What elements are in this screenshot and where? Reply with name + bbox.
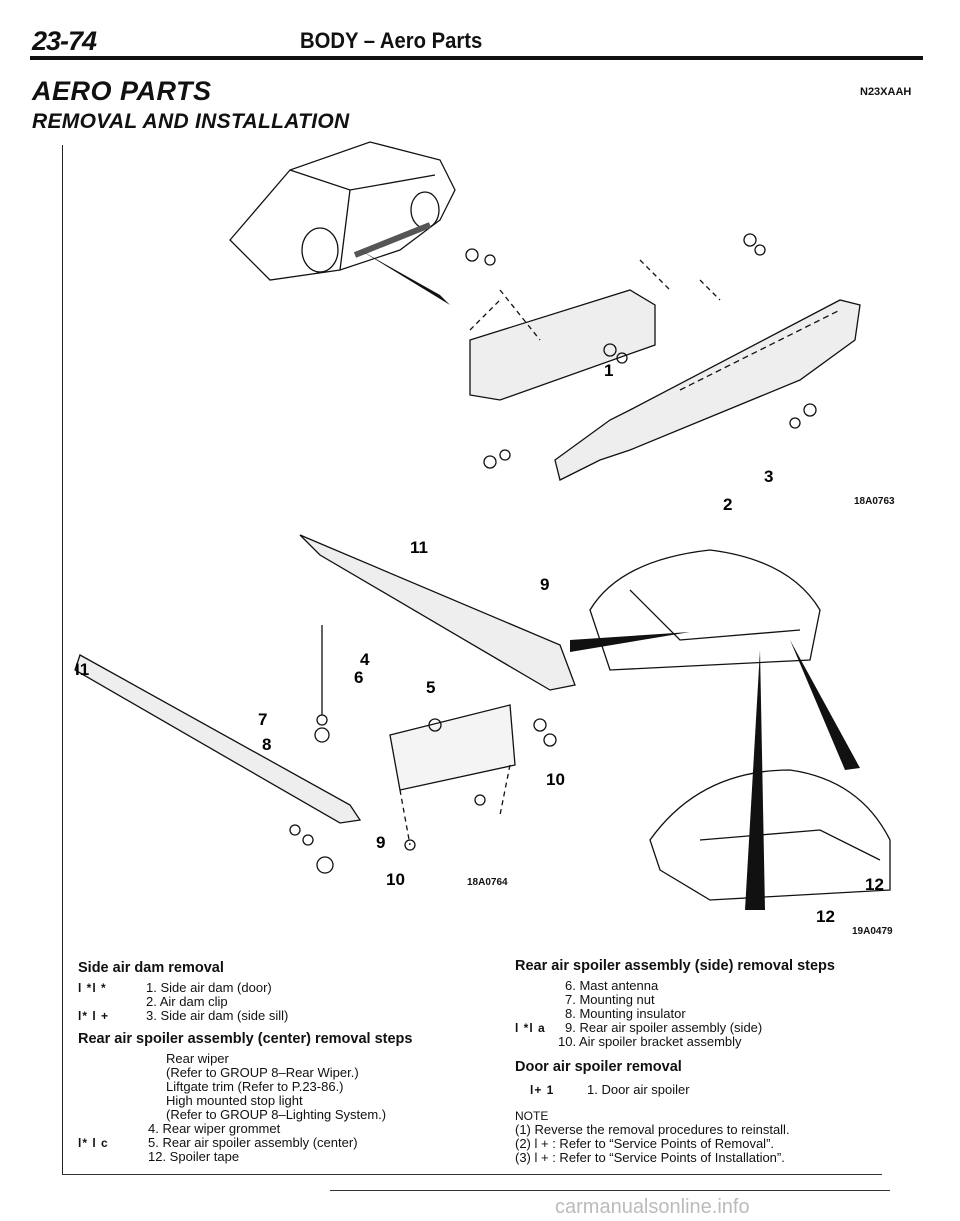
left-margin-rule — [62, 145, 63, 1175]
figure-code: 19A0479 — [852, 926, 893, 937]
note-line: (1) Reverse the removal procedures to re… — [515, 1122, 790, 1137]
callout-6: 6 — [354, 668, 363, 687]
list-item: 12. Spoiler tape — [148, 1149, 240, 1164]
service-marks — [78, 1052, 166, 1066]
callout-i1: I1 — [75, 660, 89, 679]
callout-10-lower: 10 — [386, 870, 405, 889]
service-marks — [78, 1094, 166, 1108]
car-illustration-front — [229, 141, 456, 281]
figure-car-rear: 12 12 — [570, 549, 891, 926]
figure-code: 18A0764 — [467, 877, 508, 888]
callout-11: 11 — [410, 538, 428, 557]
spoiler-side-section: Rear air spoiler assembly (side) removal… — [515, 958, 905, 1165]
running-head: BODY – Aero Parts — [300, 28, 483, 53]
callout-7: 7 — [258, 710, 267, 729]
section-title: AERO PARTS — [32, 76, 212, 106]
side-air-dam-section: Side air dam removal l *l * 1. Side air d… — [78, 960, 478, 1164]
pointer-arrow — [360, 250, 450, 305]
service-marks: l+ 1 — [530, 1083, 555, 1097]
side-air-dam-side-sill-part — [554, 299, 861, 481]
callout-10-upper: 10 — [546, 770, 565, 789]
page-number: 23-74 — [32, 26, 97, 56]
service-marks — [78, 1080, 166, 1094]
callout-8: 8 — [262, 735, 271, 754]
list-item: 6. Mast antenna — [565, 978, 659, 993]
list-item: 1. Door air spoiler — [587, 1082, 690, 1097]
note-line: (3) l + : Refer to “Service Points of In… — [515, 1150, 785, 1165]
list-item: Rear wiper — [166, 1051, 229, 1066]
subsection-title: REMOVAL AND INSTALLATION — [32, 110, 350, 133]
note-label: NOTE — [515, 1109, 549, 1123]
callout-3: 3 — [764, 467, 773, 486]
section-code: N23XAAH — [860, 86, 912, 98]
list-item: 5. Rear air spoiler assembly (center) — [148, 1135, 358, 1150]
callout-2: 2 — [723, 495, 732, 510]
callout-9-lower: 9 — [376, 833, 385, 852]
callout-12-right: 12 — [865, 875, 884, 894]
footer-rule — [330, 1190, 890, 1191]
service-marks: l* l c — [78, 1136, 109, 1150]
car-illustration-upper — [589, 549, 821, 671]
service-marks — [78, 1150, 148, 1164]
figure-side-air-dam: 1 2 3 — [229, 141, 861, 510]
list-item: (Refer to GROUP 8–Lighting System.) — [166, 1107, 387, 1122]
door-spoiler-heading: Door air spoiler removal — [515, 1059, 682, 1075]
header-rule — [30, 56, 923, 60]
service-marks — [515, 979, 565, 993]
list-item: High mounted stop light — [166, 1093, 303, 1108]
service-marks: l *l * — [78, 981, 107, 995]
side-air-dam-door-part — [469, 289, 656, 401]
list-item: 2. Air dam clip — [146, 994, 228, 1009]
car-illustration-lower — [649, 769, 891, 901]
service-marks — [515, 1035, 558, 1049]
list-item: 1. Side air dam (door) — [146, 980, 272, 995]
callout-1: 1 — [604, 361, 613, 380]
watermark-text: carmanualsonline.info — [555, 1196, 750, 1218]
callout-9-upper: 9 — [540, 575, 549, 594]
service-marks — [78, 1066, 166, 1080]
callout-5: 5 — [426, 678, 435, 697]
service-marks — [78, 1122, 148, 1136]
spoiler-center-heading: Rear air spoiler assembly (center) remov… — [78, 1031, 413, 1047]
list-item: 9. Rear air spoiler assembly (side) — [565, 1020, 763, 1035]
list-item: 8. Mounting insulator — [565, 1006, 686, 1021]
callout-4: 4 — [360, 650, 370, 669]
spoiler-side-lower-part — [74, 654, 362, 824]
callout-12-bottom: 12 — [816, 907, 835, 926]
pointer-arrow — [570, 632, 690, 652]
service-marks — [78, 1108, 166, 1122]
spoiler-center-part — [389, 704, 516, 791]
footer-rule — [62, 1174, 882, 1175]
service-marks: l *l a — [515, 1021, 546, 1035]
figure-code: 18A0763 — [854, 496, 895, 507]
spoiler-side-upper-part — [299, 534, 576, 691]
service-marks — [515, 993, 565, 1007]
service-marks: l* l + — [78, 1009, 110, 1023]
list-item: 4. Rear wiper grommet — [148, 1121, 281, 1136]
list-item: Liftgate trim (Refer to P.23-86.) — [166, 1079, 344, 1094]
list-item: 3. Side air dam (side sill) — [146, 1008, 289, 1023]
figure-rear-spoiler: 11 I1 4 5 6 7 8 9 10 9 10 — [74, 534, 576, 889]
list-item: (Refer to GROUP 8–Rear Wiper.) — [166, 1065, 359, 1080]
list-item: 10. Air spoiler bracket assembly — [558, 1034, 742, 1049]
service-marks — [78, 995, 146, 1009]
list-item: 7. Mounting nut — [565, 992, 655, 1007]
service-marks — [515, 1007, 565, 1021]
note-line: (2) l + : Refer to “Service Points of Re… — [515, 1136, 775, 1151]
side-air-dam-heading: Side air dam removal — [78, 960, 224, 976]
spoiler-side-heading: Rear air spoiler assembly (side) removal… — [515, 958, 835, 974]
